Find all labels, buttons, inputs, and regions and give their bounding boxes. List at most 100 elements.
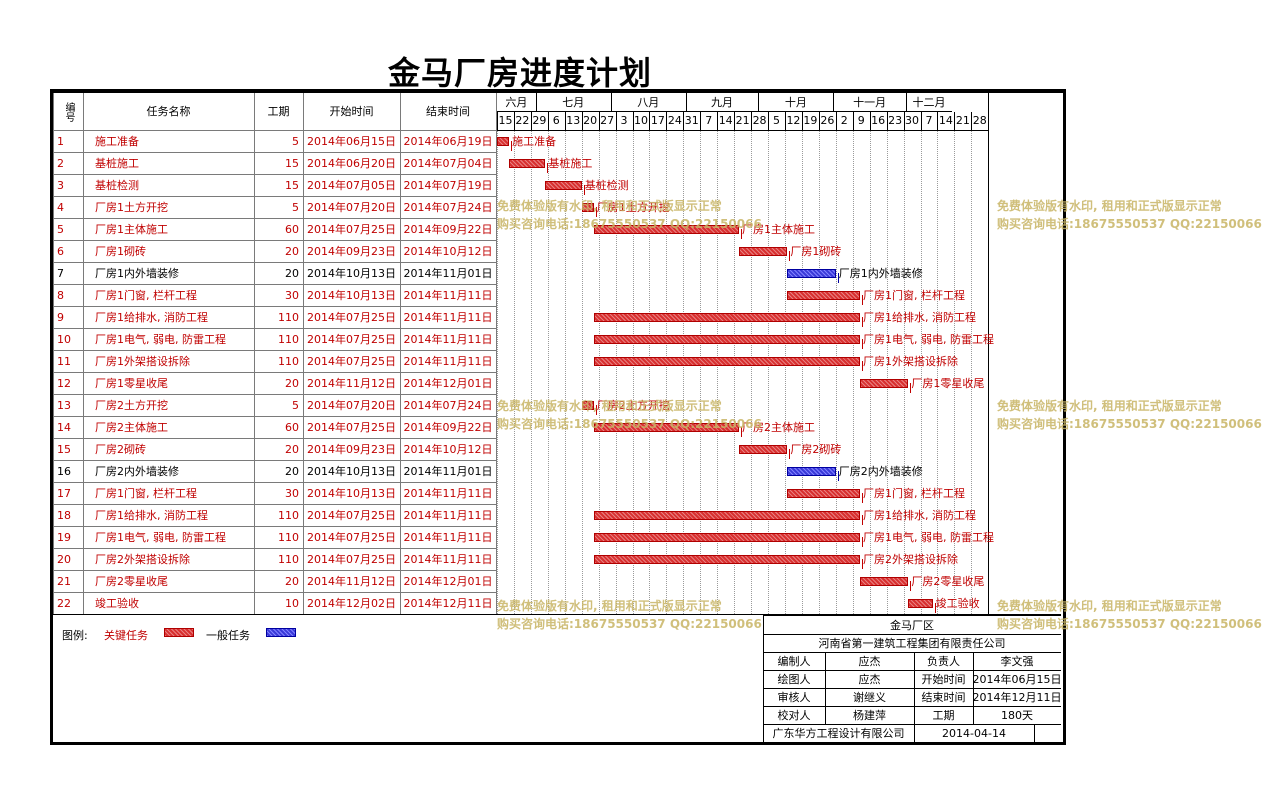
- gantt-bar[interactable]: [581, 203, 594, 212]
- month-separator: [833, 93, 835, 111]
- bar-label: 厂房1主体施工: [742, 223, 815, 236]
- bar-label: 厂房2砌砖: [790, 443, 842, 456]
- gantt-bar[interactable]: [593, 511, 860, 520]
- bar-label: 厂房1电气, 弱电, 防雷工程: [863, 333, 994, 346]
- week-separator: [920, 112, 922, 130]
- task-name[interactable]: 厂房1门窗, 栏杆工程: [95, 486, 197, 500]
- legend-label: 图例:: [62, 629, 88, 642]
- week-tick: 12: [786, 114, 801, 127]
- task-end: 2014年12月01日: [403, 574, 493, 588]
- bar-label: 厂房1给排水, 消防工程: [863, 509, 976, 522]
- task-no: 9: [57, 310, 64, 324]
- week-tick: 31: [684, 114, 699, 127]
- task-name[interactable]: 厂房2内外墙装修: [95, 464, 179, 478]
- task-name[interactable]: 厂房1土方开挖: [95, 200, 168, 214]
- gantt-bar[interactable]: [509, 159, 546, 168]
- week-gridline: [497, 130, 498, 614]
- task-duration: 30: [285, 486, 299, 500]
- gantt-bar[interactable]: [593, 555, 860, 564]
- bar-connector: [511, 141, 513, 151]
- week-separator: [666, 112, 668, 130]
- week-tick: 19: [803, 114, 818, 127]
- task-name[interactable]: 厂房1给排水, 消防工程: [95, 310, 208, 324]
- gantt-bar[interactable]: [860, 379, 909, 388]
- bar-connector: [934, 603, 936, 613]
- week-separator: [954, 112, 956, 130]
- gantt-bar[interactable]: [787, 489, 860, 498]
- gantt-bar[interactable]: [787, 291, 860, 300]
- bar-connector: [595, 207, 597, 217]
- month-label: 十月: [784, 96, 807, 109]
- bar-connector: [547, 163, 549, 173]
- task-name[interactable]: 基桩检测: [95, 178, 139, 192]
- gantt-bar[interactable]: [739, 247, 788, 256]
- row-divider: [53, 196, 496, 197]
- row-divider: [53, 394, 496, 395]
- task-name[interactable]: 厂房2土方开挖: [95, 398, 168, 412]
- task-name[interactable]: 厂房1内外墙装修: [95, 266, 179, 280]
- row-divider: [53, 218, 496, 219]
- task-start: 2014年10月13日: [307, 266, 396, 280]
- task-name[interactable]: 施工准备: [95, 134, 139, 148]
- task-name[interactable]: 厂房1给排水, 消防工程: [95, 508, 208, 522]
- task-duration: 20: [285, 266, 299, 280]
- task-name[interactable]: 基桩施工: [95, 156, 139, 170]
- bar-label: 厂房1电气, 弱电, 防雷工程: [863, 531, 994, 544]
- task-name[interactable]: 厂房2外架搭设拆除: [95, 552, 190, 566]
- bar-label: 厂房1内外墙装修: [838, 267, 923, 280]
- week-separator: [717, 112, 719, 130]
- task-start: 2014年09月23日: [307, 442, 396, 456]
- task-name[interactable]: 厂房1电气, 弱电, 防雷工程: [95, 530, 226, 544]
- week-tick: 10: [633, 114, 648, 127]
- info-cell: 审核人: [777, 691, 811, 704]
- task-name[interactable]: 厂房1门窗, 栏杆工程: [95, 288, 197, 302]
- titleblock-col: [1034, 724, 1035, 742]
- gantt-bar[interactable]: [593, 357, 860, 366]
- gantt-bar[interactable]: [860, 577, 909, 586]
- task-name[interactable]: 竣工验收: [95, 596, 139, 610]
- task-end: 2014年11月11日: [403, 552, 493, 566]
- gantt-bar[interactable]: [545, 181, 582, 190]
- week-separator: [801, 112, 803, 130]
- task-start: 2014年07月25日: [307, 530, 396, 544]
- gantt-bar[interactable]: [787, 467, 836, 476]
- titleblock-line: [763, 724, 1061, 725]
- gantt-bar[interactable]: [593, 335, 860, 344]
- gantt-bar[interactable]: [581, 401, 594, 410]
- task-name[interactable]: 厂房1零星收尾: [95, 376, 168, 390]
- task-name[interactable]: 厂房2主体施工: [95, 420, 168, 434]
- task-name[interactable]: 厂房2零星收尾: [95, 574, 168, 588]
- task-end: 2014年11月11日: [403, 508, 493, 522]
- task-name[interactable]: 厂房1电气, 弱电, 防雷工程: [95, 332, 226, 346]
- gantt-bar[interactable]: [787, 269, 836, 278]
- info-cell: 应杰: [858, 673, 881, 686]
- task-name[interactable]: 厂房1主体施工: [95, 222, 168, 236]
- week-tick: 20: [583, 114, 598, 127]
- gantt-bar[interactable]: [593, 313, 860, 322]
- task-duration: 15: [285, 178, 299, 192]
- task-name[interactable]: 厂房2砌砖: [95, 442, 146, 456]
- task-end: 2014年07月24日: [403, 200, 493, 214]
- task-end: 2014年12月11日: [403, 596, 493, 610]
- week-gridline: [717, 130, 719, 614]
- task-no: 17: [57, 486, 71, 500]
- task-name[interactable]: 厂房1外架搭设拆除: [95, 354, 190, 368]
- gantt-bar[interactable]: [593, 225, 739, 234]
- gantt-bar[interactable]: [593, 533, 860, 542]
- week-gridline: [632, 130, 634, 614]
- legend-critical-label: 关键任务: [104, 629, 148, 642]
- gantt-bar[interactable]: [593, 423, 739, 432]
- week-separator: [513, 112, 515, 130]
- bar-connector: [862, 493, 863, 503]
- task-start: 2014年07月20日: [307, 200, 396, 214]
- task-name[interactable]: 厂房1砌砖: [95, 244, 146, 258]
- week-separator: [734, 112, 736, 130]
- gantt-bar[interactable]: [908, 599, 933, 608]
- col-divider: [53, 93, 54, 614]
- task-duration: 5: [292, 200, 299, 214]
- bar-label: 厂房1外架搭设拆除: [863, 355, 958, 368]
- task-duration: 15: [285, 156, 299, 170]
- gantt-bar[interactable]: [497, 137, 510, 146]
- gantt-bar[interactable]: [739, 445, 788, 454]
- task-no: 20: [57, 552, 71, 566]
